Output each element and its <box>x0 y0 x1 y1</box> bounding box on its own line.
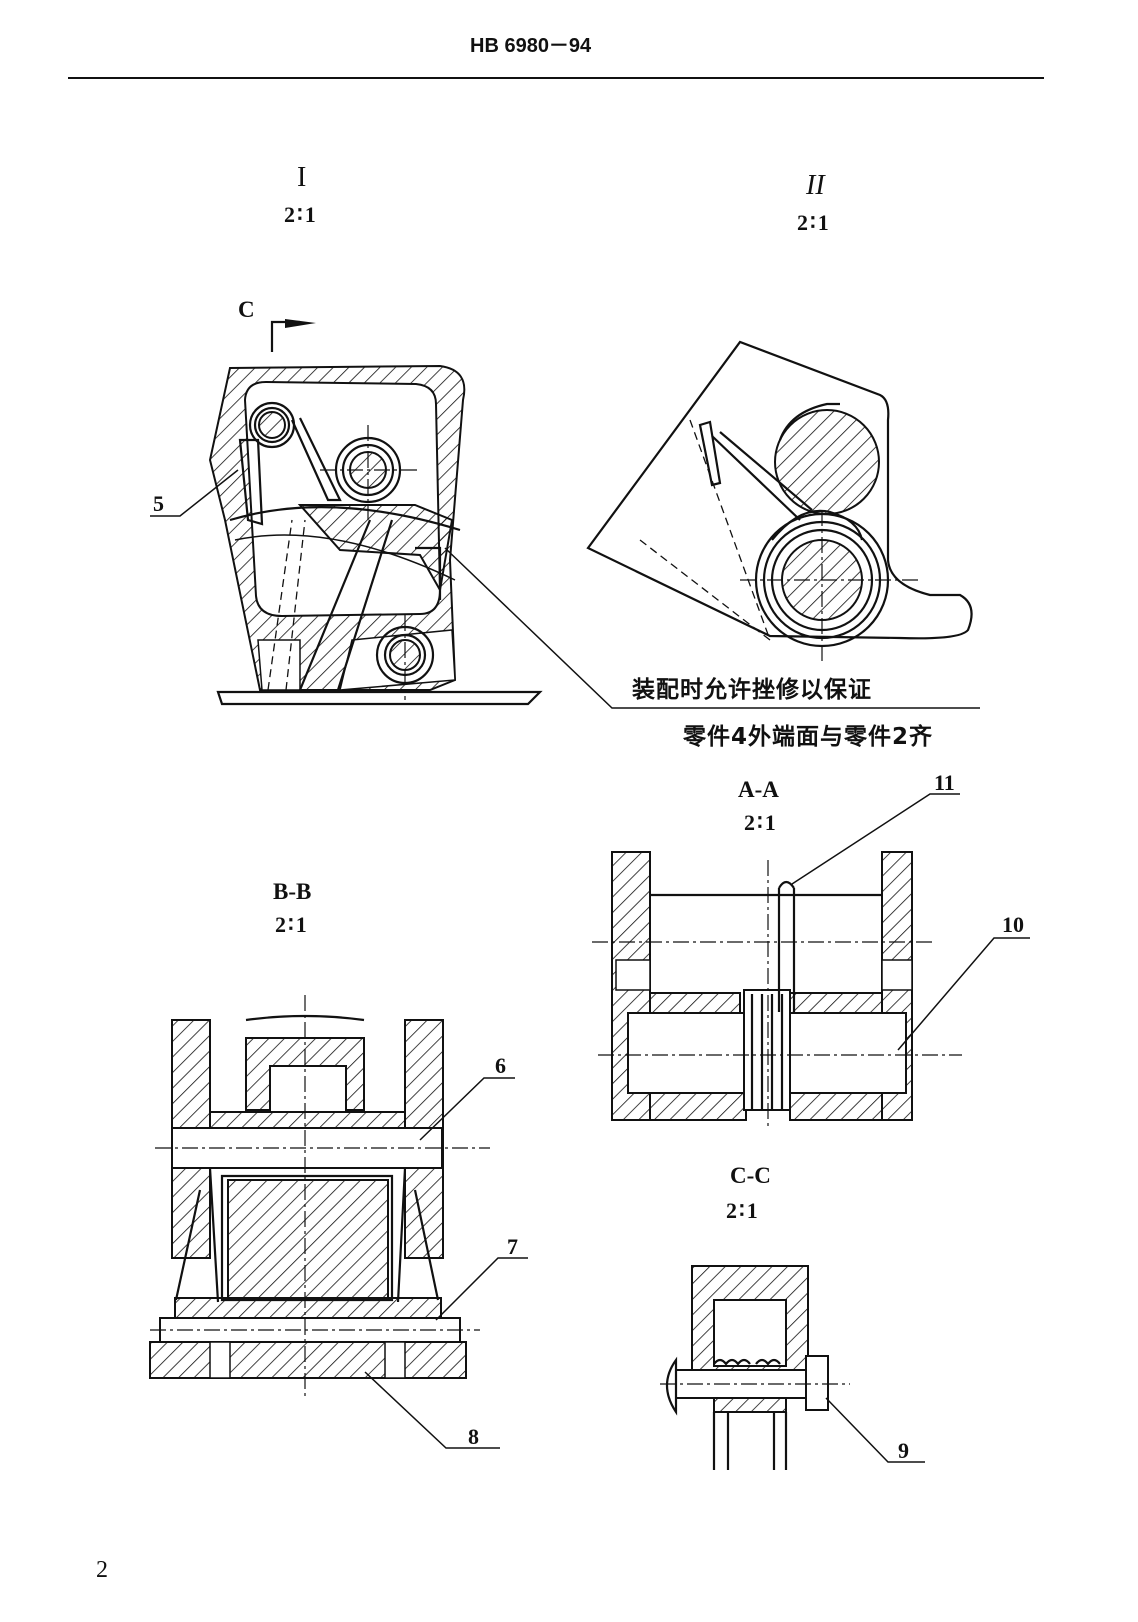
document-code: HB 6980－94 <box>470 35 592 57</box>
header-rule <box>68 77 1044 79</box>
callout-8: 8 <box>468 1424 479 1449</box>
view-i-title: I <box>297 162 307 193</box>
assembly-note-line2: 零件4外端面与零件2齐 <box>683 724 934 750</box>
view-ii-scale: 2∶1 <box>797 210 831 235</box>
callout-10: 10 <box>1002 912 1024 937</box>
section-cc-scale: 2∶1 <box>726 1198 760 1223</box>
callout-6: 6 <box>495 1053 506 1078</box>
callout-9: 9 <box>898 1438 909 1463</box>
view-i-drawing <box>150 319 980 709</box>
section-cc-title: C-C <box>730 1163 771 1188</box>
section-cc-drawing <box>660 1265 925 1470</box>
section-aa-drawing <box>592 793 1030 1130</box>
section-bb-drawing <box>149 995 528 1449</box>
section-mark-c-top: C <box>238 297 255 322</box>
section-aa-scale: 2∶1 <box>744 810 778 835</box>
section-bb-scale: 2∶1 <box>275 912 309 937</box>
view-i-scale: 2∶1 <box>284 202 318 227</box>
callout-11: 11 <box>934 770 955 795</box>
section-bb-title: B-B <box>273 879 312 904</box>
assembly-note-line1: 装配时允许挫修以保证 <box>632 677 872 703</box>
section-aa-title: A-A <box>738 777 779 802</box>
view-ii-drawing <box>586 340 973 665</box>
page-number: 2 <box>96 1557 108 1583</box>
view-ii-title: II <box>806 170 825 201</box>
callout-5: 5 <box>153 491 164 516</box>
callout-7: 7 <box>507 1234 518 1259</box>
